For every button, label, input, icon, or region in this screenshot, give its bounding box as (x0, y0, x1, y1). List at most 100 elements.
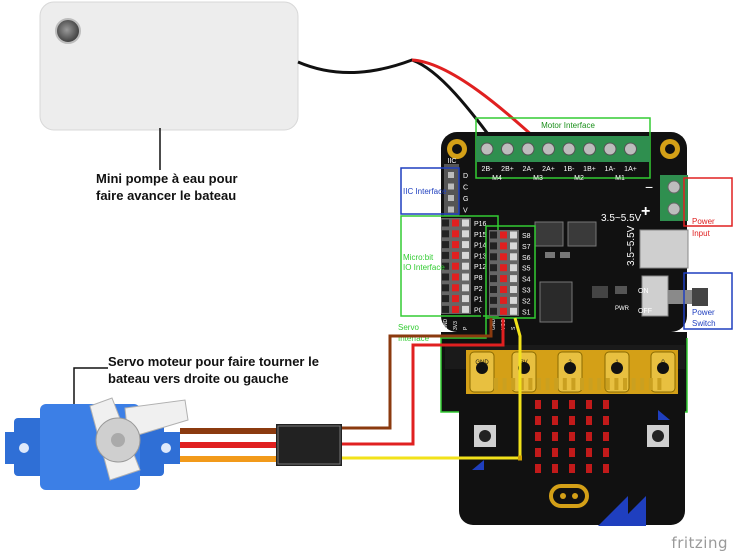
led (586, 416, 592, 425)
power-input: − + 3.5~5.5V 3.5~5.5V Power Input (601, 175, 733, 269)
led (569, 464, 575, 473)
servo-pin (500, 286, 507, 293)
servo-label-2: Interface (398, 334, 430, 343)
io-pin-label: P1 (474, 297, 483, 304)
edge-finger (631, 378, 636, 390)
iic-pin-label: V (463, 208, 468, 215)
io-pin (442, 295, 449, 303)
power-input-label-1: Power (692, 217, 715, 226)
io-pin-label: P2 (474, 286, 483, 293)
edge-finger (554, 378, 559, 390)
fritzing-watermark: fritzing (671, 534, 728, 552)
servo-caption: Servo moteur pour faire tourner le batea… (108, 354, 319, 386)
io-pin (462, 273, 469, 281)
servo-pin (510, 242, 517, 250)
motor-terminal-screw (542, 142, 555, 156)
io-pin (452, 230, 459, 238)
microbit-io-label-1: Micro:bit (403, 253, 434, 262)
edge-pad-label: 0 (661, 360, 665, 366)
io-pin (462, 305, 469, 313)
servo-pin (490, 275, 497, 283)
edge-finger (623, 378, 627, 390)
servo-pin (500, 242, 507, 250)
io-column-label: P (463, 326, 469, 330)
led (586, 464, 592, 473)
edge-finger (537, 378, 541, 390)
motor-terminal-screw (603, 142, 617, 156)
microbit-io-label-2: IO Interface (403, 263, 445, 272)
io-pin (442, 262, 449, 270)
led (569, 416, 575, 425)
motor-terminal-screw (562, 142, 576, 156)
led (586, 432, 592, 441)
motor-group-label: M4 (492, 175, 502, 182)
wire-brown-gnd (342, 318, 493, 430)
servo-pin (510, 253, 517, 261)
io-pin-label: P16 (474, 221, 487, 228)
edge-finger (614, 378, 619, 390)
motor-terminal-label: 1B+ (583, 166, 596, 173)
ic-chip (567, 221, 597, 247)
edge-finger (545, 378, 550, 390)
servo-pin (500, 307, 507, 315)
led (552, 432, 558, 441)
motor-terminal-label: 2B- (482, 166, 494, 173)
io-pin (462, 219, 469, 227)
servo-pin (510, 275, 517, 283)
power-switch-label-2: Switch (692, 319, 716, 328)
io-pin (462, 230, 469, 238)
led (552, 448, 558, 457)
servo-pin (500, 296, 507, 304)
servo-pin-label: S2 (522, 298, 531, 305)
ic-chip (545, 252, 555, 258)
io-pin (452, 305, 459, 313)
servo-pin-label: S3 (522, 288, 531, 295)
io-pin (462, 262, 469, 270)
motor-terminal-screw (480, 142, 494, 156)
io-pin (442, 230, 449, 238)
servo-pin (490, 253, 497, 261)
servo-pin (490, 286, 497, 293)
edge-pad-hole (476, 362, 488, 374)
servo-column-label: S (511, 326, 517, 330)
servo-pin (510, 296, 517, 304)
motor-terminal-label: 2B+ (501, 166, 514, 173)
edge-pad-label: 1 (615, 360, 619, 366)
edge-finger (519, 378, 524, 390)
power-switch: ON OFF PWR Power Switch (615, 272, 733, 330)
servo-pin-label: S6 (522, 255, 531, 262)
io-pin-label: P12 (474, 264, 487, 271)
wire-yellow-signal (342, 317, 522, 460)
led (569, 400, 575, 409)
io-pin-label: P15 (474, 232, 487, 239)
ic-chip (560, 252, 570, 258)
microbit-logo (549, 484, 589, 508)
servo-pin (500, 253, 507, 261)
servo-pin (510, 264, 517, 272)
edge-finger (511, 378, 516, 390)
led (603, 416, 609, 425)
iic-pin (448, 206, 454, 213)
edge-finger (648, 378, 653, 390)
servo-pin-label: S8 (522, 233, 531, 240)
led (535, 448, 541, 457)
iic-pin (448, 195, 454, 201)
io-pin (462, 295, 469, 303)
io-pin (462, 251, 469, 259)
motor-interface: Motor Interface 2B-2B+2A-2A+1B-1B+1A-1A+… (475, 117, 651, 182)
led (552, 464, 558, 473)
power-input-label-2: Input (692, 229, 711, 238)
motor-terminal-screw (501, 142, 514, 156)
led (603, 400, 609, 409)
servo-pin-label: S7 (522, 244, 531, 251)
edge-finger (597, 378, 602, 390)
motor-terminal-label: 2A- (523, 166, 535, 173)
edge-finger (528, 378, 533, 390)
io-pin (452, 273, 459, 281)
iic-pin-label: G (463, 196, 468, 203)
motor-terminal-label: 1B- (564, 166, 576, 173)
io-pin (442, 219, 449, 227)
